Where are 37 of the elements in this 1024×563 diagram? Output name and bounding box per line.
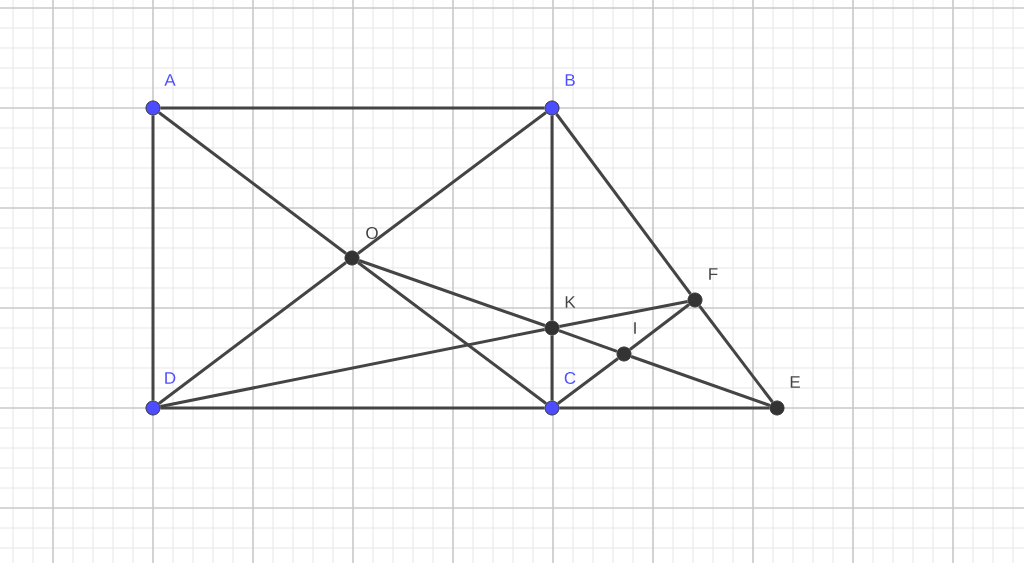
point-label: K bbox=[565, 296, 576, 308]
line-segment bbox=[160, 328, 545, 408]
point-label: I bbox=[634, 322, 636, 334]
point-label: F bbox=[709, 268, 718, 280]
line-segment bbox=[357, 261, 547, 405]
point bbox=[344, 250, 360, 266]
line-segment bbox=[158, 261, 347, 405]
line-segment bbox=[550, 335, 554, 401]
point-label: B bbox=[565, 74, 575, 86]
point bbox=[544, 400, 560, 416]
point-label: A bbox=[164, 74, 176, 86]
line-segment bbox=[358, 259, 546, 327]
line-segment bbox=[555, 113, 692, 295]
line-segment bbox=[629, 303, 690, 351]
line-segment bbox=[557, 357, 619, 405]
point-label: C bbox=[564, 372, 576, 384]
line-segment bbox=[158, 111, 347, 255]
line-segment bbox=[630, 355, 771, 407]
point bbox=[687, 292, 703, 308]
point-label: E bbox=[790, 376, 800, 388]
point bbox=[769, 400, 785, 416]
line-segment bbox=[698, 305, 774, 403]
line-segment bbox=[160, 106, 545, 110]
line-segment bbox=[550, 115, 554, 321]
point bbox=[145, 400, 161, 416]
point-label: O bbox=[366, 227, 378, 239]
point bbox=[616, 346, 632, 362]
point bbox=[145, 100, 161, 116]
line-segment bbox=[357, 111, 547, 255]
point bbox=[544, 320, 560, 336]
point-label: D bbox=[165, 372, 176, 384]
line-segment bbox=[559, 406, 770, 410]
line-segment bbox=[160, 406, 545, 410]
line-segment bbox=[151, 115, 155, 401]
line-segment bbox=[558, 329, 618, 353]
line-segment bbox=[559, 299, 688, 329]
point bbox=[544, 100, 560, 116]
